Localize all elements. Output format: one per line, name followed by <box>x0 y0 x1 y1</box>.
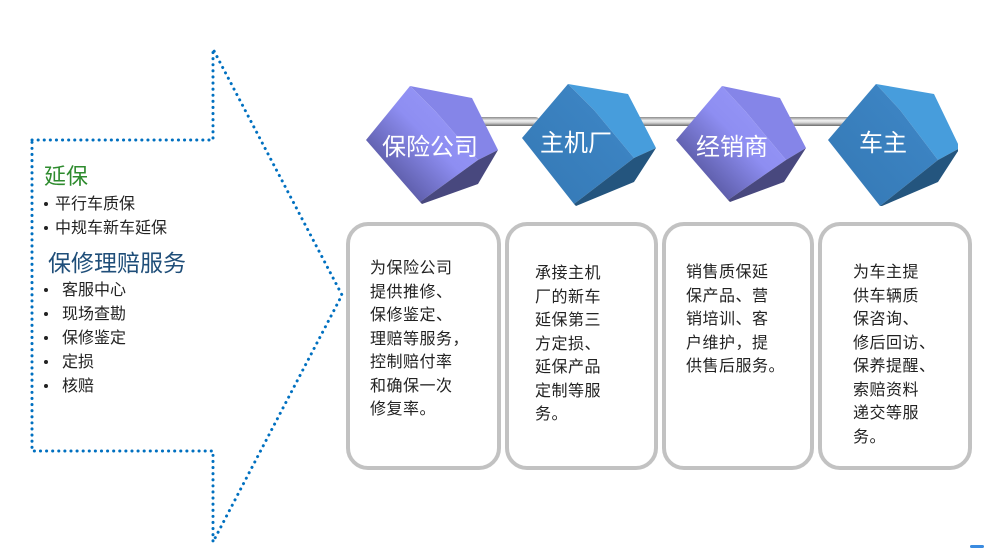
bullet-icon <box>44 288 48 292</box>
description-text: 为保险公司 提供推修、 保修鉴定、 理赔等服务， 控制赔付率 和确保一次 修复率… <box>370 258 470 418</box>
bullet-icon <box>44 202 48 206</box>
list-item: 客服中心 <box>44 278 224 302</box>
connector-bar <box>768 117 858 126</box>
list-item: 现场查勘 <box>44 302 224 326</box>
list-item: 中规车新车延保 <box>44 216 224 240</box>
cube-label: 保险公司 <box>382 133 478 161</box>
cube-icon <box>828 84 958 206</box>
list-item: 定损 <box>44 350 224 374</box>
list-item: 平行车质保 <box>44 192 224 216</box>
section-title-extended-warranty: 延保 <box>44 165 89 190</box>
connector-bar <box>612 117 702 126</box>
bullet-icon <box>44 336 48 340</box>
cube-label: 主机厂 <box>540 129 612 157</box>
cube-icon <box>676 86 806 202</box>
cube-icon <box>522 84 656 206</box>
bullet-icon <box>44 226 48 230</box>
description-text: 销售质保延 保产品、营 销培训、客 户维护，提 供售后服务。 <box>686 262 786 375</box>
list-item: 核赔 <box>44 374 224 398</box>
cube-label: 经销商 <box>696 133 768 161</box>
description-box-insurance-company <box>346 222 501 470</box>
cube-label: 车主 <box>859 129 907 157</box>
extended-warranty-list: 平行车质保 中规车新车延保 <box>44 192 224 240</box>
description-box-dealer <box>662 222 814 470</box>
cube-car-owner: 车主 <box>818 78 958 218</box>
bullet-icon <box>44 384 48 388</box>
slide-corner-mark <box>970 545 984 548</box>
cube-oem: 主机厂 <box>516 78 656 218</box>
description-text: 承接主机 厂的新车 延保第三 方定损、 延保产品 定制等服 务。 <box>535 263 602 423</box>
cube-icon <box>366 86 498 204</box>
bullet-icon <box>44 312 48 316</box>
warranty-claims-list: 客服中心 现场查勘 保修鉴定 定损 核赔 <box>44 278 224 398</box>
description-text: 为车主提 供车辆质 保咨询、 修后回访、 保养提醒、 索赔资料 递交等服 务。 <box>853 262 936 446</box>
description-box-oem <box>505 222 658 470</box>
bullet-icon <box>44 360 48 364</box>
cube-insurance-company: 保险公司 <box>360 82 500 222</box>
cube-dealer: 经销商 <box>672 82 812 222</box>
list-item: 保修鉴定 <box>44 326 224 350</box>
connector-bar <box>460 117 540 126</box>
left-panel: 延保 平行车质保 中规车新车延保 保修理赔服务 客服中心 现场查勘 保修鉴定 定… <box>44 164 224 398</box>
description-box-car-owner <box>818 222 972 470</box>
section-title-warranty-claims-service: 保修理赔服务 <box>48 251 186 277</box>
